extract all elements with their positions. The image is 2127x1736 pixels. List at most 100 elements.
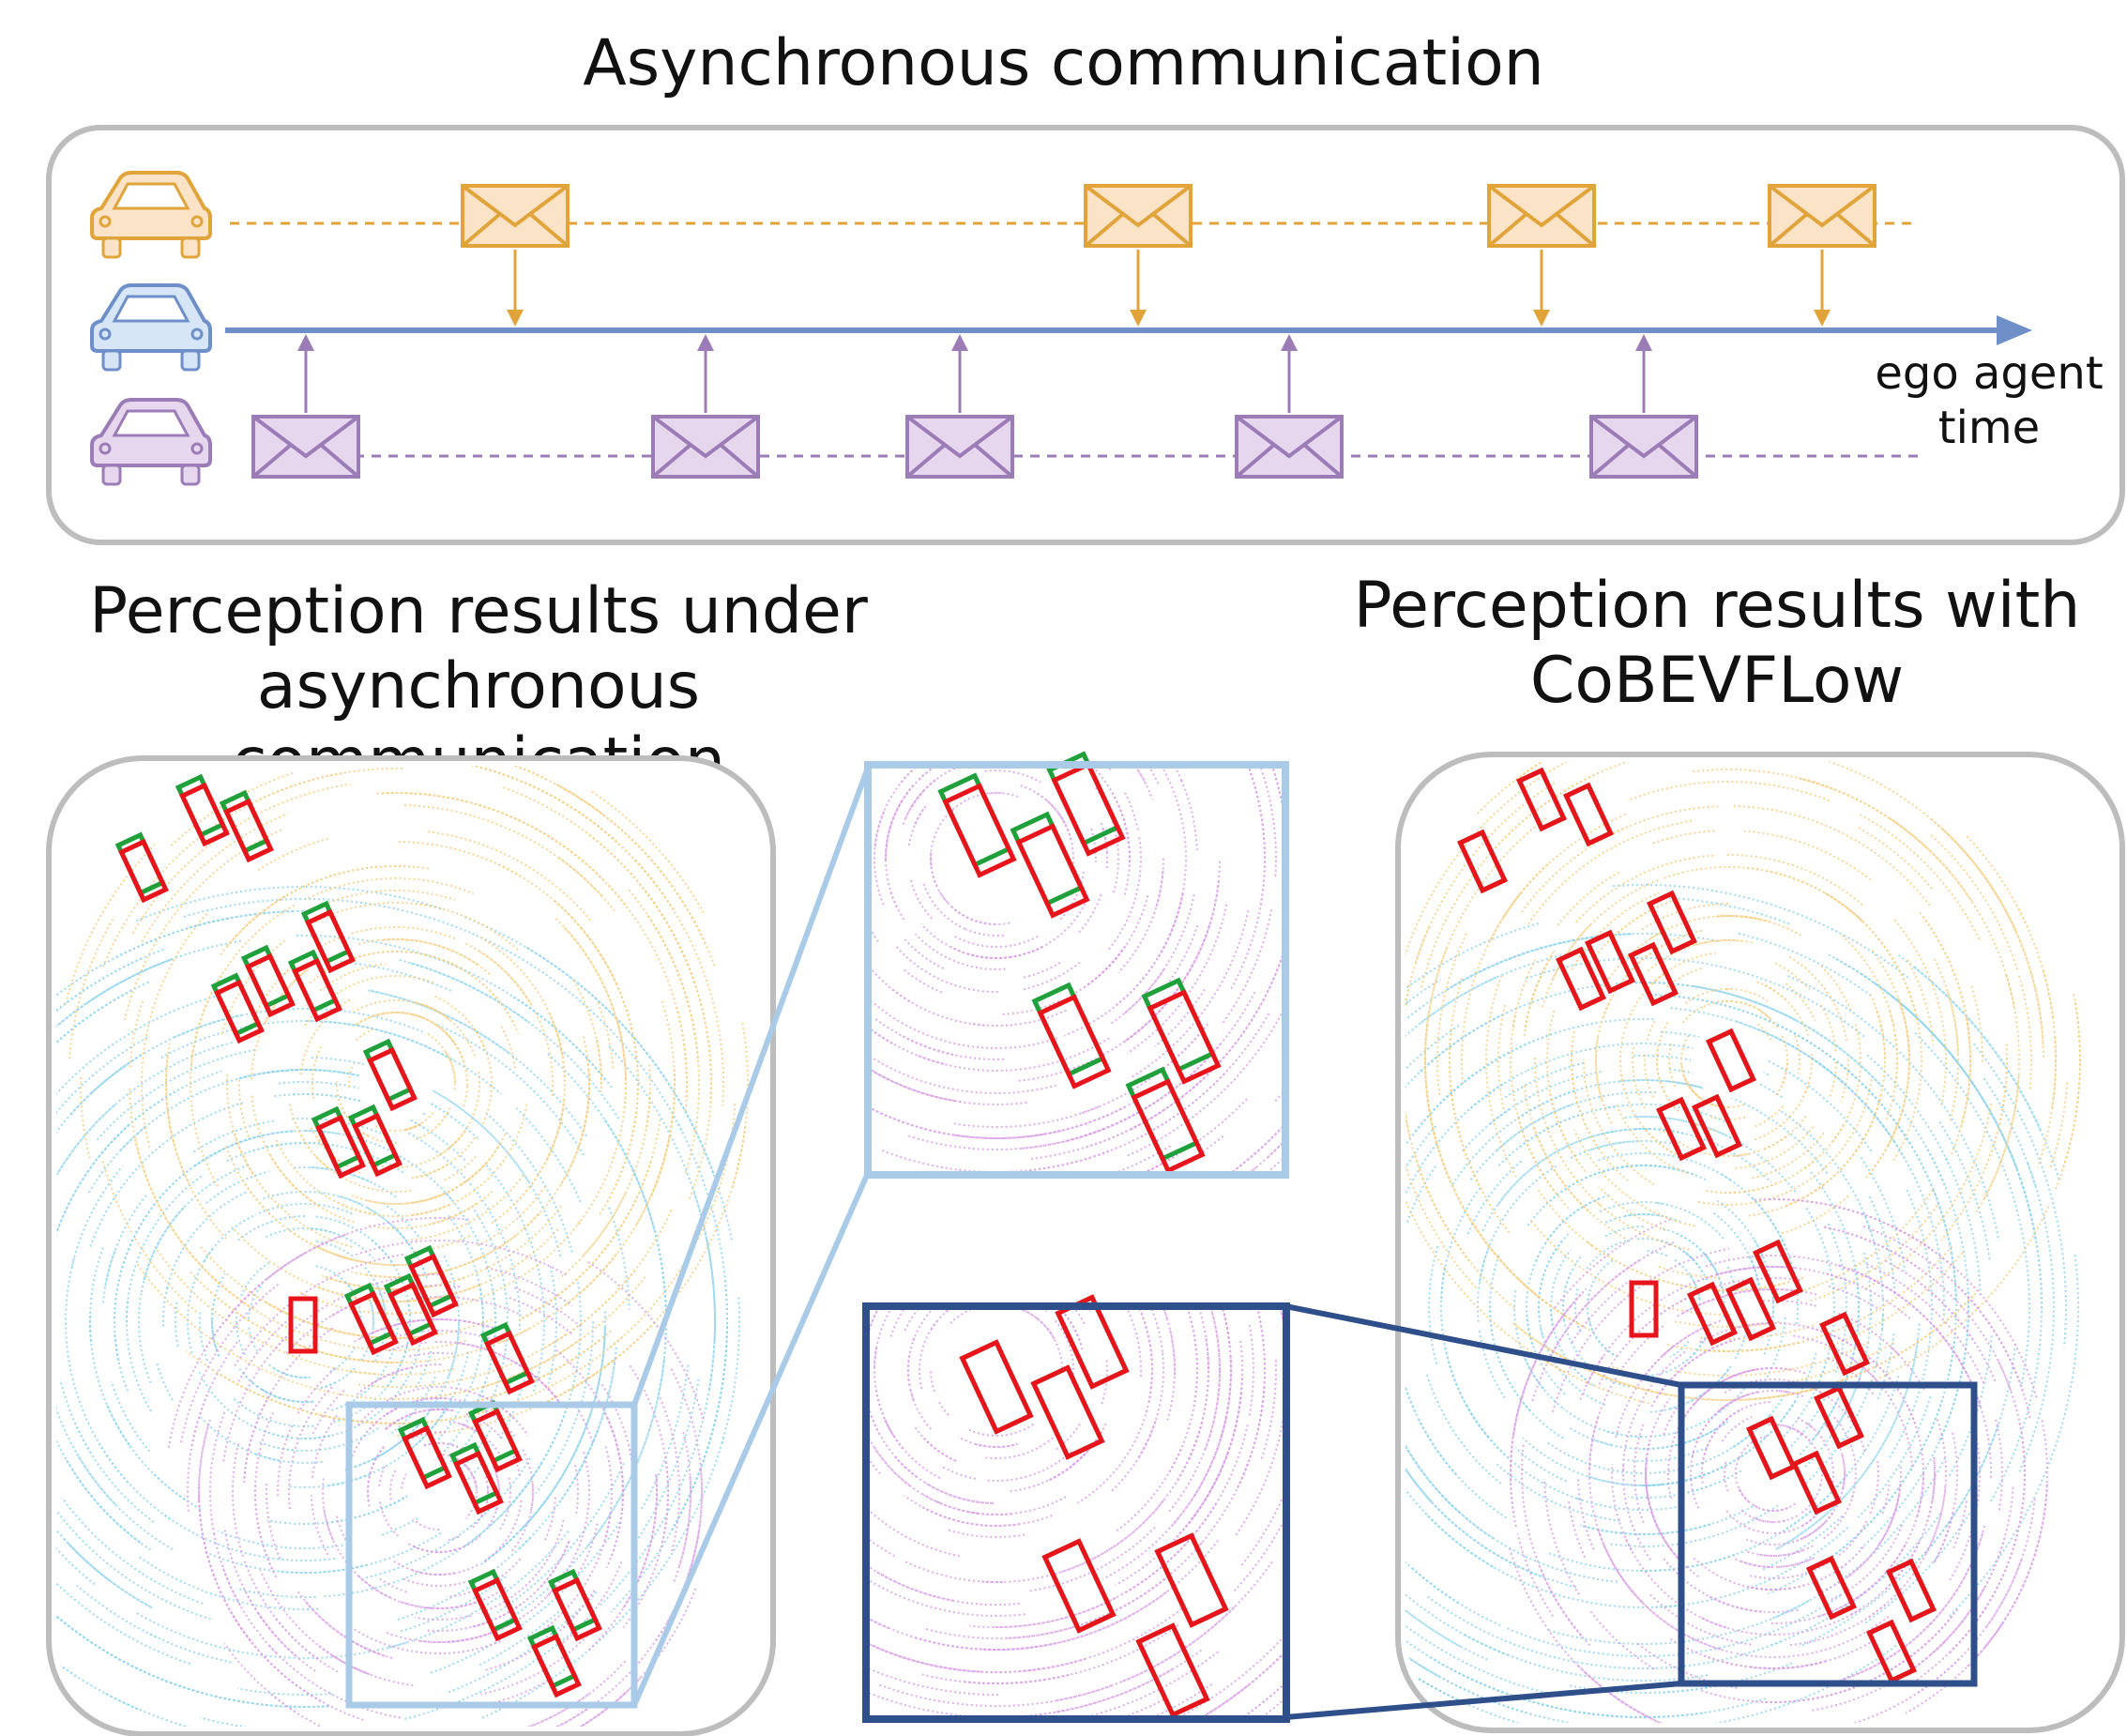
detection-box: [1629, 1280, 1659, 1338]
zoom-inset-cobevflow-frame: [862, 1302, 1290, 1723]
detection-box: [114, 831, 169, 904]
detection-box: [1753, 1239, 1803, 1304]
message-arrow: [507, 250, 524, 327]
detection-box: [1141, 977, 1222, 1085]
right-zoom-region: [1678, 1381, 1978, 1687]
left-perception-panel: [46, 755, 776, 1736]
detection-box: [1647, 890, 1697, 955]
zoom-inset-cobevflow-content: [870, 1294, 1283, 1718]
detection-box: [448, 1441, 504, 1515]
detection-box: [959, 1339, 1034, 1435]
envelope-icon: [461, 184, 570, 248]
right-title-line2: CoBEVFLow: [1529, 644, 1905, 719]
envelope-icon: [651, 415, 760, 479]
detection-box: [1656, 1096, 1707, 1162]
agent-cars: [90, 171, 212, 486]
message-arrow: [697, 334, 714, 413]
detection-box: [1628, 941, 1679, 1007]
detection-box: [1125, 1066, 1206, 1174]
envelope-icon: [1235, 415, 1344, 479]
message-arrow: [297, 334, 314, 413]
light-zoom-connector-top: [631, 766, 871, 1407]
detection-box: [1457, 829, 1508, 894]
car-icon: [90, 283, 212, 372]
detection-box: [311, 1105, 366, 1180]
car-icon: [90, 171, 212, 259]
detection-box: [300, 900, 356, 974]
orange-messages: [461, 184, 1876, 327]
message-arrow: [1635, 334, 1652, 413]
detection-box: [1706, 1028, 1756, 1093]
zoom-inset-cobevflow-bg: [866, 1306, 1286, 1719]
detection-box: [288, 1296, 318, 1354]
detection-box: [219, 789, 274, 863]
detection-box: [1687, 1281, 1738, 1347]
detection-box: [1154, 1532, 1229, 1628]
detection-box: [1010, 811, 1090, 919]
detection-box: [343, 1282, 399, 1356]
detection-box: [383, 1272, 438, 1347]
detection-box: [1135, 1622, 1210, 1718]
left-lidar-scan: [56, 766, 749, 1727]
detection-box: [1030, 1364, 1105, 1460]
detection-box: [175, 773, 230, 847]
envelope-icon: [1768, 184, 1876, 248]
detection-box: [479, 1321, 535, 1395]
detection-box: [1806, 1555, 1857, 1621]
envelope-icon: [905, 415, 1014, 479]
detection-box: [467, 1399, 523, 1473]
detection-box: [240, 944, 296, 1018]
detection-box: [1819, 1311, 1870, 1377]
envelope-icon: [1084, 184, 1193, 248]
detection-box: [467, 1568, 523, 1642]
detection-box: [362, 1038, 418, 1112]
detection-box: [403, 1244, 459, 1318]
timeline-panel: [46, 125, 2125, 545]
purple-messages: [251, 334, 1698, 479]
message-arrow: [1533, 250, 1550, 327]
detection-box: [287, 949, 342, 1023]
envelope-icon: [1487, 184, 1596, 248]
light-zoom-connector-bottom: [631, 1171, 871, 1707]
message-arrow: [1130, 250, 1147, 327]
figure-title: Asynchronous communication: [583, 26, 1544, 100]
detection-box: [1041, 1538, 1117, 1634]
detection-box: [1886, 1558, 1937, 1623]
detection-box: [1563, 782, 1614, 847]
envelope-icon: [1589, 415, 1698, 479]
detection-box: [1746, 1415, 1797, 1481]
message-arrow: [1281, 334, 1298, 413]
right-lidar-scan: [1405, 762, 2081, 1723]
detection-box: [1866, 1619, 1917, 1684]
ego-label-line1: ego agent: [1875, 347, 2104, 400]
envelope-icon: [251, 415, 360, 479]
car-icon: [90, 398, 212, 486]
detection-box: [1791, 1450, 1842, 1515]
left-title-line1: Perception results under: [89, 574, 868, 648]
detection-box: [397, 1416, 452, 1490]
dark-zoom-connector-top: [1284, 1303, 1682, 1388]
message-arrow: [1814, 250, 1831, 327]
detection-box: [210, 972, 265, 1044]
detection-box: [1725, 1276, 1776, 1342]
detection-box: [937, 772, 1017, 878]
left-zoom-region: [345, 1401, 638, 1709]
detection-box: [1585, 929, 1635, 995]
ego-label-line2: time: [1937, 401, 2041, 454]
detection-box: [1814, 1384, 1864, 1450]
detection-box: [347, 1104, 403, 1178]
detection-box: [1556, 946, 1606, 1012]
zoom-inset-async-frame: [864, 761, 1289, 1179]
ego-timeline-arrowhead: [1997, 315, 2032, 345]
message-arrow: [951, 334, 968, 413]
detection-box: [1516, 767, 1567, 832]
right-panel-title: Perception results with CoBEVFLow: [1314, 569, 2120, 719]
zoom-inset-async-content: [872, 751, 1282, 1174]
detection-box: [526, 1624, 582, 1698]
right-title-line1: Perception results with: [1353, 569, 2081, 643]
detection-box: [1031, 982, 1112, 1089]
ego-time-label: ego agent time: [1839, 347, 2127, 455]
detection-box: [547, 1568, 602, 1642]
dark-zoom-connector-bottom: [1284, 1681, 1682, 1720]
